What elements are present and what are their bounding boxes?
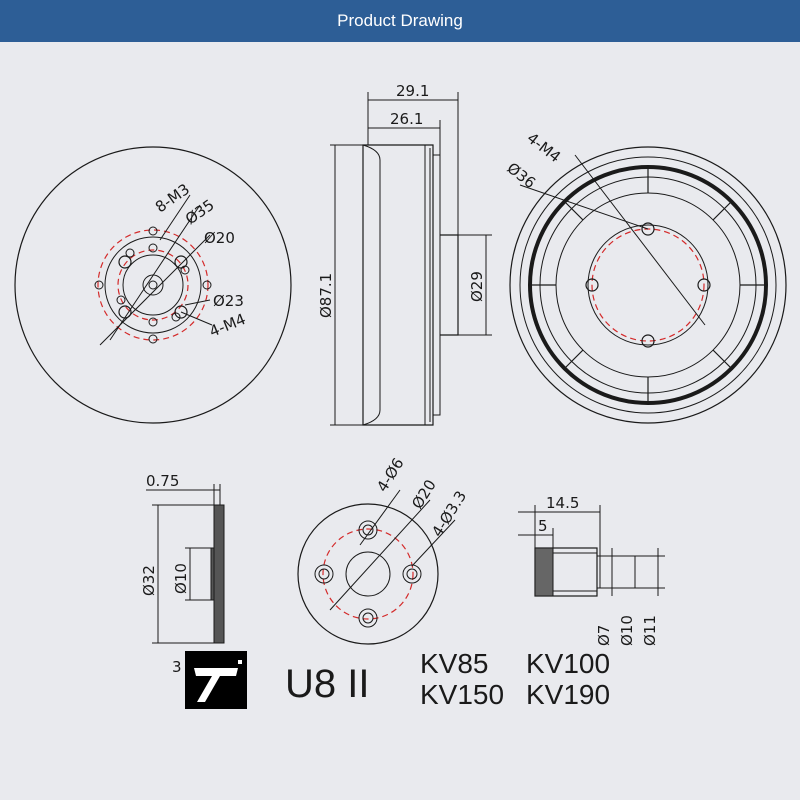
kv-85: KV85 (420, 648, 489, 679)
bushing-label-14-5: 14.5 (546, 494, 579, 512)
side-label-d87-1: Ø87.1 (317, 273, 335, 318)
front-view: 8-M3 Ø35 Ø20 Ø23 4-M4 (14, 146, 292, 424)
front-bolt-circle-large (97, 229, 209, 341)
back-view: 4-M4 Ø36 (504, 129, 787, 424)
brand-logo: 3 (172, 651, 247, 709)
plate-label-0-75: 0.75 (146, 472, 179, 490)
kv-100: KV100 (526, 648, 610, 679)
logo-prefix: 3 (172, 658, 182, 676)
back-label-4m4: 4-M4 (524, 129, 565, 166)
product-model: U8 II (285, 662, 369, 706)
kv-150: KV150 (420, 679, 504, 710)
front-label-4m4: 4-M4 (207, 310, 248, 341)
bushing-view: 14.5 5 Ø7 Ø10 Ø11 (518, 494, 665, 646)
plate-front-label-4d6: 4-Ø6 (373, 455, 408, 495)
plate-front-label-d20: Ø20 (408, 476, 440, 512)
bushing-label-5: 5 (538, 517, 548, 535)
side-view: 29.1 26.1 Ø87.1 Ø29 (317, 82, 492, 426)
front-label-d20: Ø20 (204, 229, 235, 247)
kv-190: KV190 (526, 679, 610, 710)
front-bolt-circle-small (117, 249, 189, 321)
header-bar: Product Drawing (0, 0, 800, 42)
side-label-29-1: 29.1 (396, 82, 429, 100)
plate-front-view: 4-Ø6 Ø20 4-Ø3.3 (297, 455, 470, 645)
front-inner-circle (122, 254, 184, 316)
side-label-d29: Ø29 (468, 271, 486, 302)
page-title: Product Drawing (337, 11, 463, 30)
plate-side-view: 0.75 Ø32 Ø10 (140, 472, 225, 644)
bushing-label-d7: Ø7 (595, 625, 613, 646)
front-outer-circle (14, 146, 292, 424)
front-label-d23: Ø23 (213, 292, 244, 310)
plate-label-d10: Ø10 (172, 563, 190, 594)
bushing-label-d11: Ø11 (641, 615, 659, 646)
front-hub-circle (104, 236, 202, 334)
bushing-label-d10: Ø10 (618, 615, 636, 646)
front-shaft-core (148, 280, 158, 290)
side-label-26-1: 26.1 (390, 110, 423, 128)
plate-label-d32: Ø32 (140, 565, 158, 596)
back-label-d36: Ø36 (504, 159, 539, 192)
plate-front-label-4d3-3: 4-Ø3.3 (428, 488, 470, 540)
